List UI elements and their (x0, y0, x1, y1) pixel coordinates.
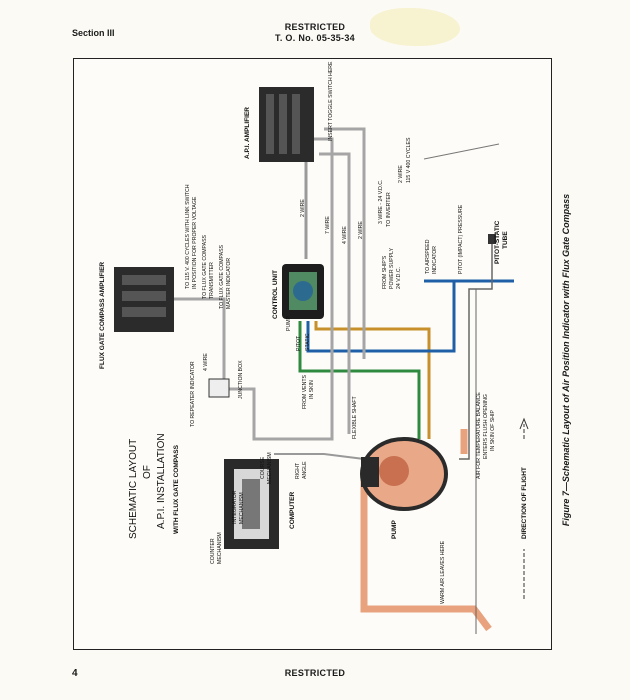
label-computer: COMPUTER (289, 492, 296, 530)
label-to-master-2: MASTER INDICATOR (226, 258, 232, 309)
label-control-unit: CONTROL UNIT (272, 270, 279, 319)
label-wire-4-left: 4 WIRE (203, 353, 209, 371)
wire-to-toggle (423, 143, 500, 160)
direction-arrow-icon (519, 417, 529, 430)
label-junction-box: JUNCTION BOX (238, 360, 244, 399)
paper-stain (370, 8, 460, 46)
wire-harness-4-left (164, 297, 279, 441)
figure-caption-text: Figure 7—Schematic Layout of Air Positio… (561, 193, 571, 527)
control-unit (282, 264, 324, 319)
label-to-transmitter-2: TRANSMITTER (209, 262, 215, 299)
label-air-temp-2: ENTERS FLUSH OPENING (483, 394, 489, 459)
title-line-2: OF (142, 465, 153, 479)
wire-harness-4 (319, 152, 351, 434)
label-counter-2: MECHANISM (217, 532, 223, 564)
label-to-transmitter-1: TO FLUX GATE COMPASS (202, 234, 208, 299)
label-ships-power-2: POWER SUPPLY (389, 247, 395, 289)
label-ships-power-1: FROM SHIP'S (382, 255, 388, 289)
label-air-temp-1: AIR FOR TEMPERATURE BALANCE (476, 392, 482, 479)
label-counter-1: COUNTER (210, 538, 216, 564)
label-wire-4: 4 WIRE (342, 226, 348, 244)
label-to-airspeed-1: TO AIRSPEED (425, 239, 431, 274)
label-to-airspeed-2: INDICATOR (432, 246, 438, 274)
title-line-1: SCHEMATIC LAYOUT (128, 439, 139, 539)
flux-gate-amplifier (114, 267, 174, 332)
label-flexible-shaft: FLEXIBLE SHAFT (352, 396, 358, 439)
static-line (298, 321, 421, 439)
label-course-mech-2: MECHANISM (267, 452, 273, 484)
junction-box (208, 378, 230, 398)
label-to-115v-2: IN POSITION FOR PROPER VOLTAGE (192, 196, 198, 289)
label-right-angle-1: RIGHT (295, 462, 301, 479)
header-tech-order: T. O. No. 05-35-34 (275, 33, 355, 43)
label-integrator-1: INTEGRATOR (232, 490, 238, 524)
label-wire-115v-b: 115 V 400 CYCLES (406, 137, 412, 183)
schematic-diagram: A.P.I. AMPLIFIER INSERT TOGGLE SWITCH HE… (99, 61, 529, 634)
label-pump: PUMP (391, 520, 398, 539)
label-amplifier: A.P.I. AMPLIFIER (244, 107, 251, 159)
api-amplifier (259, 87, 314, 162)
pitot-static-tube (488, 234, 496, 244)
label-to-115v-1: TO 115 V. 400 CYCLES WITH LINK SWITCH (185, 184, 191, 289)
label-from-vents-1: FROM VENTS (302, 374, 308, 409)
label-pitot-tube-2: TUBE (502, 231, 509, 249)
label-pitot-tube-1: PITOT-STATIC (494, 220, 501, 264)
schematic-title: SCHEMATIC LAYOUT (128, 439, 139, 539)
wire-harness-2b (324, 127, 366, 359)
label-warm-air: WARM AIR LEAVES HERE (440, 540, 446, 604)
label-air-temp-3: IN SKIN OF SHIP (490, 410, 496, 451)
section-label: Section III (72, 28, 115, 38)
label-wire-2b: 2 WIRE (358, 221, 364, 239)
title-line-3: A.P.I. INSTALLATION (156, 433, 167, 529)
label-integrator-2: MECHANISM (239, 492, 245, 524)
title-line-4: WITH FLUX GATE COMPASS (173, 444, 180, 534)
label-to-inverter: TO INVERTER (386, 192, 392, 227)
label-course-mech-1: COURSE (260, 456, 266, 479)
pitot-tube-pipe (459, 239, 493, 460)
label-pitot-small: PITOT (296, 335, 302, 351)
label-wire-24v: 3 WIRE - 24 V.D.C. (378, 180, 384, 225)
flexible-shaft-line (274, 453, 365, 460)
warm-air-duct (360, 469, 492, 632)
label-ships-power-3: 24 V.D.C. (396, 267, 402, 289)
label-pitot-pressure: PITOT (IMPACT) PRESSURE (458, 204, 464, 274)
footer-classification: RESTRICTED (284, 668, 346, 678)
figure-frame: A.P.I. AMPLIFIER INSERT TOGGLE SWITCH HE… (73, 58, 552, 650)
label-wire-115v-a: 2 WIRE (398, 165, 404, 183)
pump-line (314, 321, 431, 439)
label-wire-7: 7 WIRE (325, 216, 331, 234)
label-flux-amp: FLUX GATE COMPASS AMPLIFIER (99, 262, 106, 369)
page-number: 4 (72, 668, 78, 679)
label-wire-2a: 2 WIRE (300, 199, 306, 217)
label-static-small: STATIC (305, 333, 311, 351)
wire-harness-7 (279, 137, 334, 441)
header-classification: RESTRICTED (284, 22, 346, 32)
page-header: RESTRICTED T. O. No. 05-35-34 (0, 22, 630, 44)
label-pump-small: PUMP (286, 315, 292, 331)
label-to-master-1: TO FLUX GATE COMPASS (219, 244, 225, 309)
computer-unit (224, 459, 279, 549)
label-insert-toggle: INSERT TOGGLE SWITCH HERE (328, 61, 334, 141)
pump-unit (360, 437, 448, 511)
label-right-angle-2: ANGLE (302, 461, 308, 479)
label-from-vents-2: IN SKIN (309, 380, 315, 399)
label-to-repeater: TO REPEATER INDICATOR (190, 361, 196, 427)
label-direction: DIRECTION OF FLIGHT (521, 467, 528, 539)
